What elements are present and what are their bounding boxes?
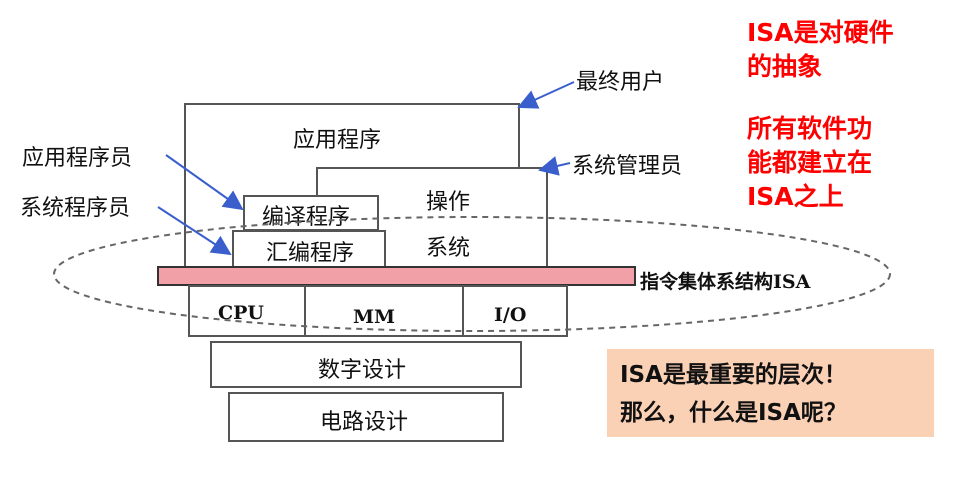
callout-line2: 那么，什么是ISA呢？ [620,400,847,426]
circuit-design-label: 电路设计 [320,410,409,435]
note1-line2: 的抽象 [747,52,823,81]
note2-line1: 所有软件功 [747,114,873,143]
digital-design-box [210,341,522,388]
compiler-label: 编译程序 [262,205,351,230]
callout-line1: ISA是最重要的层次！ [620,362,847,388]
operating-system-label-bottom: 系统 [426,236,471,261]
application-programmer-arrow [165,154,244,211]
assembler-label: 汇编程序 [266,241,355,266]
system-admin-arrow [538,156,571,176]
cpu-label: CPU [218,302,264,324]
io-label: I/O [494,304,527,326]
note2-line2: 能都建立在 [747,148,873,177]
note2-line3: ISA之上 [747,182,844,211]
dashed-ellipse [53,216,891,332]
hardware-divider-2 [462,287,464,335]
isa-label: 指令集体系结构ISA [640,271,811,293]
application-programmer-label: 应用程序员 [22,146,133,171]
note1-line1: ISA是对硬件 [747,18,894,47]
operating-system-label-top: 操作 [426,190,471,215]
isa-question-callout: ISA是最重要的层次！ 那么，什么是ISA呢？ [607,349,934,437]
circuit-design-box [228,392,504,442]
end-user-label: 最终用户 [576,70,665,95]
hardware-divider-1 [304,287,306,335]
end-user-arrow [517,81,575,109]
system-programmer-label: 系统程序员 [20,196,131,221]
application-programs-label: 应用程序 [293,128,382,153]
hardware-box [188,285,568,337]
software-built-on-isa-note: 所有软件功 能都建立在 ISA之上 [747,112,872,214]
mm-label: MM [353,306,396,328]
system-admin-label: 系统管理员 [572,154,683,179]
system-programmer-arrow [157,206,232,256]
isa-abstraction-note: ISA是对硬件 的抽象 [747,16,894,84]
digital-design-label: 数字设计 [318,358,407,383]
